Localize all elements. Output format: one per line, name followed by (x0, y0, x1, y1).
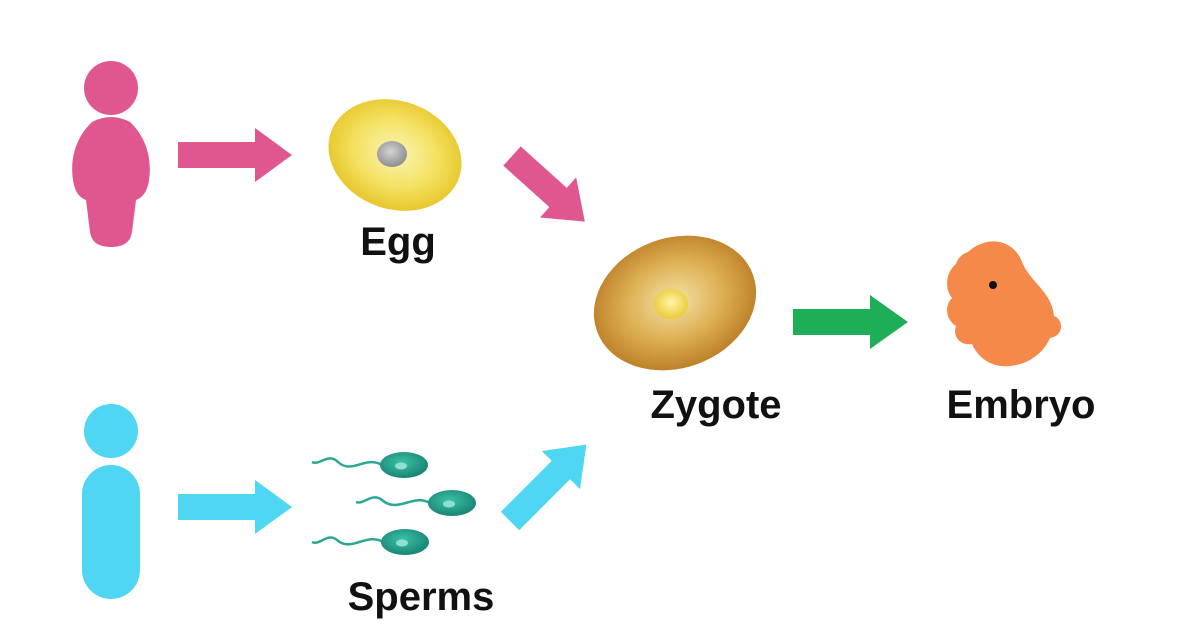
egg-to-zygote-arrow (503, 146, 585, 222)
egg-label: Egg (360, 220, 436, 264)
sperm-cell-icon (311, 452, 428, 478)
egg-cell-icon (328, 99, 462, 211)
female-to-egg-arrow (178, 128, 292, 182)
zygote-cell-icon (593, 235, 757, 371)
sperm-cell-icon (355, 490, 476, 516)
embryo-icon (947, 241, 1062, 367)
male-person-icon (82, 404, 140, 599)
embryo-label: Embryo (946, 383, 1096, 427)
sperm-cells-group (311, 452, 476, 555)
sperm-cell-icon (311, 529, 429, 555)
zygote-to-embryo-arrow (793, 295, 908, 349)
zygote-label: Zygote (650, 383, 782, 427)
sperms-label: Sperms (347, 575, 495, 619)
female-person-icon (72, 61, 150, 247)
sperm-to-zygote-arrow (500, 444, 587, 531)
male-to-sperm-arrow (178, 480, 292, 534)
